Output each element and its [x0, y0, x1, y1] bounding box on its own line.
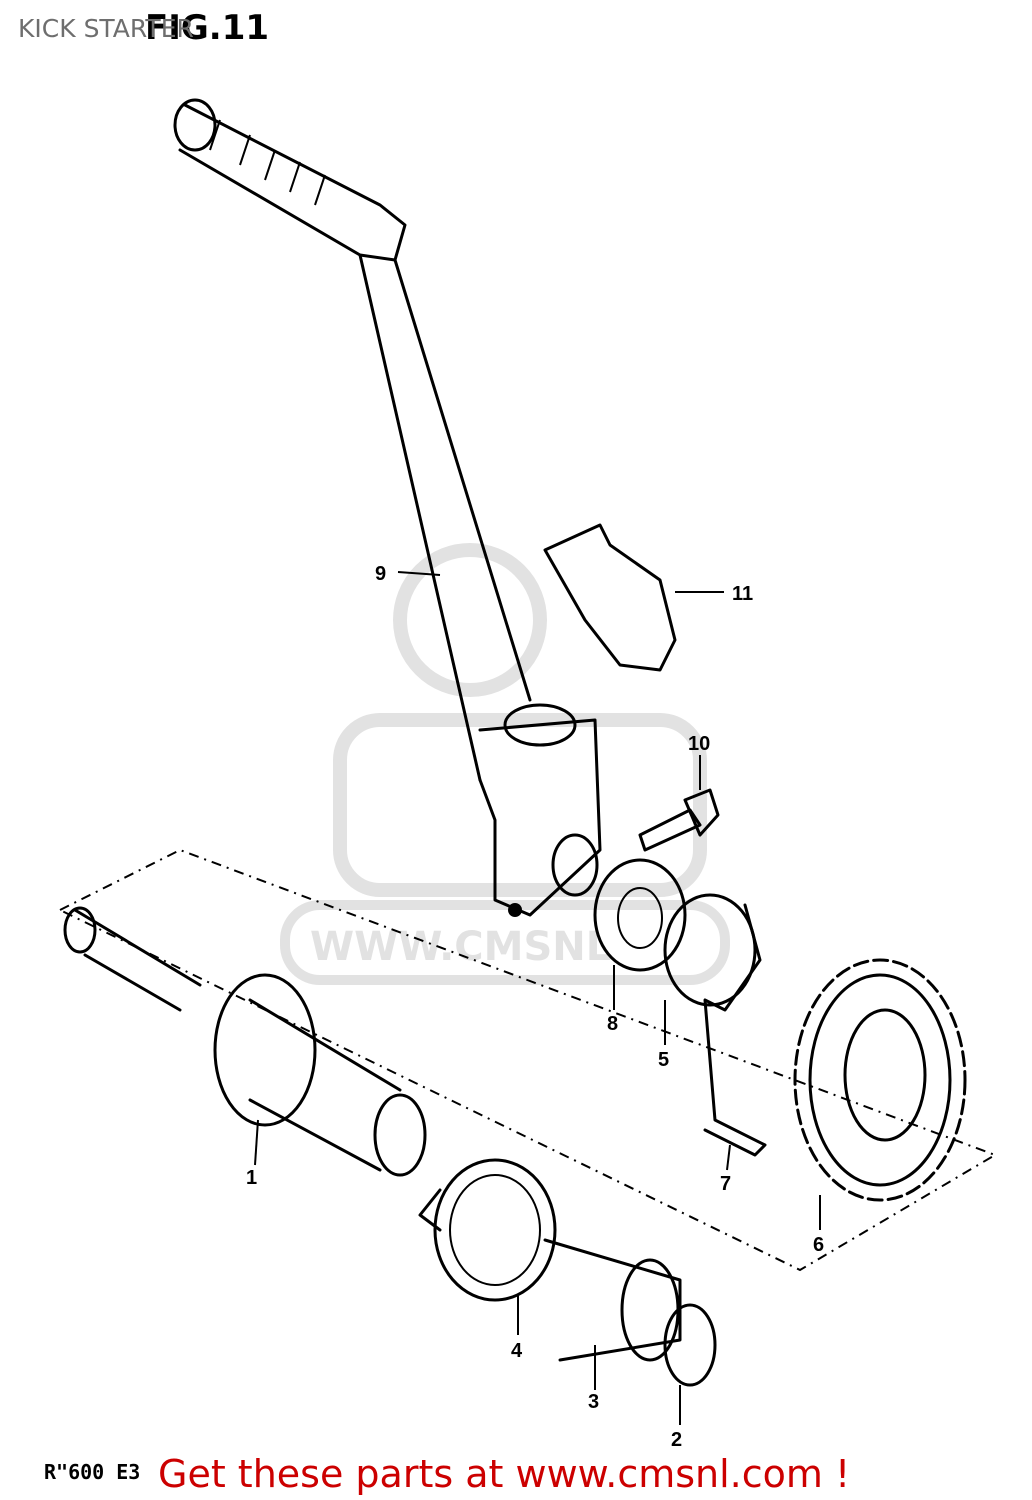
part-bolt[interactable] [638, 788, 720, 852]
callout-6: 6 [813, 1234, 824, 1256]
callout-8: 8 [607, 1013, 618, 1035]
part-guide[interactable] [543, 1238, 682, 1362]
callout-2: 2 [671, 1429, 682, 1451]
part-gear[interactable] [793, 958, 967, 1202]
diagram-title: KICK STARTER [18, 14, 194, 43]
promo-link[interactable]: Get these parts at www.cmsnl.com ! [158, 1452, 851, 1496]
part-kick-shaft[interactable] [63, 906, 427, 1177]
part-spring[interactable] [663, 893, 767, 1157]
figure-number: FIG.11 [145, 8, 270, 48]
part-circlip[interactable] [663, 1303, 717, 1387]
callout-11: 11 [732, 583, 753, 605]
callout-1: 1 [246, 1167, 257, 1189]
callout-5: 5 [658, 1049, 669, 1071]
leader-lines [254, 571, 821, 1425]
model-code: R"600 E3 [44, 1460, 141, 1484]
watermark-text: WWW.CMSNL [310, 924, 611, 970]
part-return-spring[interactable] [418, 1158, 557, 1302]
callout-3: 3 [588, 1391, 599, 1413]
part-kick-lever[interactable] [173, 98, 602, 917]
callout-7: 7 [720, 1173, 731, 1195]
part-cover[interactable] [543, 523, 677, 672]
part-oil-seal[interactable] [593, 858, 687, 972]
callout-10: 10 [688, 733, 710, 755]
assembly-outline [59, 848, 998, 1272]
callout-9: 9 [375, 563, 386, 585]
callout-4: 4 [511, 1340, 523, 1362]
